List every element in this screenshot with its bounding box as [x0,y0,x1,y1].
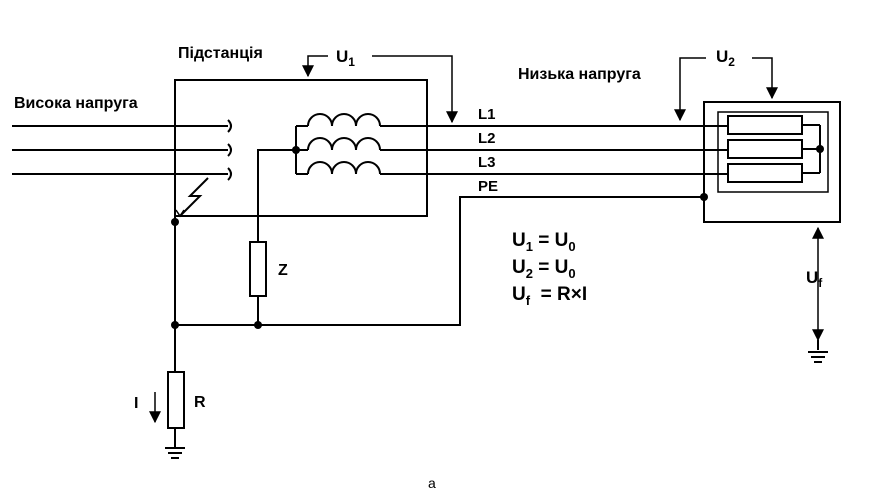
high-voltage-lines [12,119,232,181]
low-voltage-box-outer [703,101,841,223]
u1-arrows [302,55,458,124]
conductor-l1: L1 [478,106,496,123]
earth-wiring [171,149,296,372]
pe-conductor [258,193,708,326]
equation-2: U2 = U0 [512,257,576,281]
conductor-pe: PE [478,178,498,195]
loads [727,115,824,183]
transformer-coils [292,113,381,175]
resistor-r [167,371,185,429]
fault-lightning-icon [179,177,209,217]
u2-arrows [674,57,778,122]
conductor-l3: L3 [478,154,496,171]
low-voltage-label: Низька напруга [518,66,641,83]
resistor-label: R [194,394,206,411]
ground-icon [165,447,185,459]
substation-box [174,79,428,217]
high-voltage-label: Висока напруга [14,95,138,112]
u1-label: U1 [336,47,355,69]
impedance-z [249,241,267,297]
equation-1: U1 = U0 [512,230,576,254]
conductor-l2: L2 [478,130,496,147]
equations: U1 = U0 U2 = U0 Uf = R×I [512,230,587,308]
low-voltage-box-inner [717,111,829,193]
output-lines [380,125,728,175]
ground-icon-right [808,351,828,363]
current-label: I [134,395,138,412]
substation-label: Підстанція [178,45,263,62]
impedance-label: Z [278,262,288,279]
uf-label: Uf [806,268,823,290]
u2-label: U2 [716,47,735,69]
equation-3: Uf = R×I [512,284,587,308]
caption: a [428,475,436,491]
